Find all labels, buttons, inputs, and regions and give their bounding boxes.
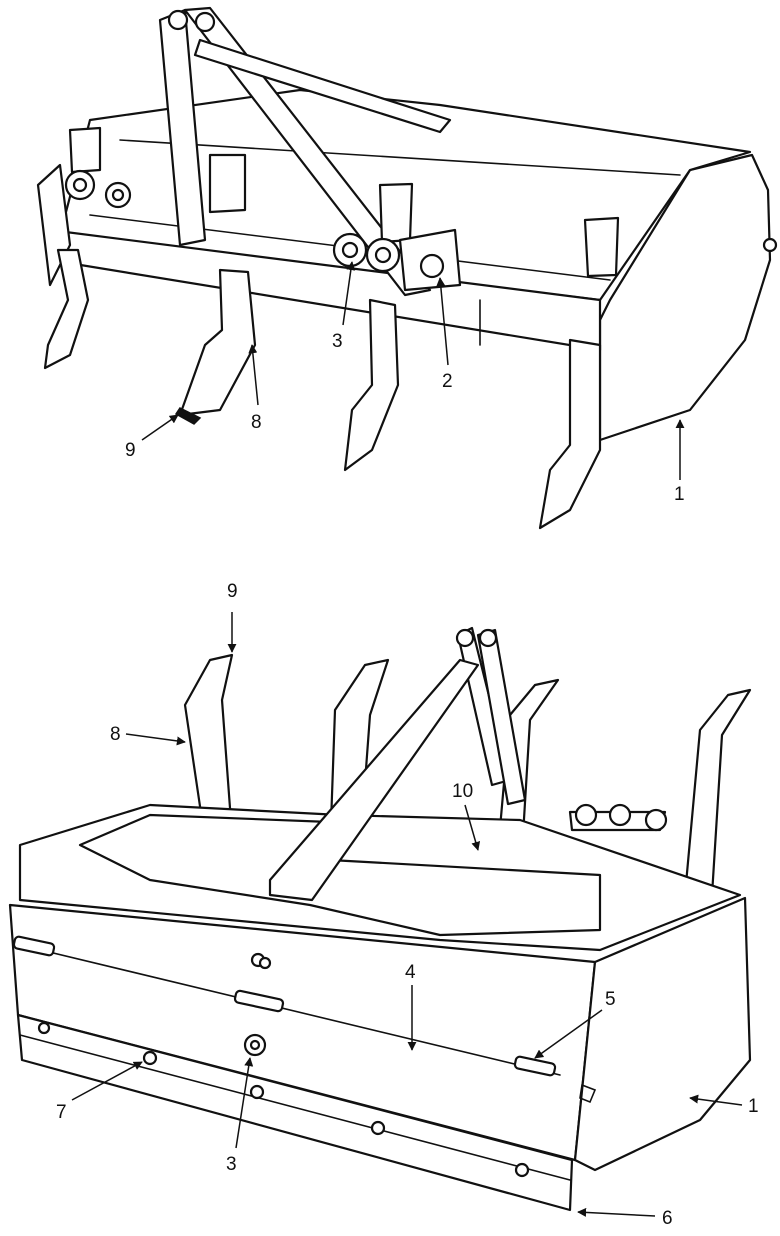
top-callouts: 1 2 3 8 9 (125, 261, 685, 505)
callout-top-3: 3 (332, 331, 343, 352)
bottom-callouts: 9 8 10 4 5 1 7 3 6 (56, 581, 759, 1229)
rod-4 (19, 944, 561, 1076)
callout-bottom-9: 9 (227, 581, 238, 602)
callout-bottom-6: 6 (662, 1208, 673, 1229)
callout-bottom-5: 5 (605, 989, 616, 1010)
callout-bottom-1: 1 (748, 1096, 759, 1117)
lug-right (583, 216, 620, 278)
callout-top-9: 9 (125, 440, 136, 461)
bottom-brace (268, 658, 480, 902)
hitch-pin-2 (419, 253, 445, 279)
shank-2 (178, 268, 257, 417)
callout-bottom-4: 4 (405, 962, 416, 983)
shank-4 (538, 338, 602, 530)
lug-left (68, 126, 102, 174)
top-view-box-scraper (36, 6, 778, 530)
blade-bolt-7 (142, 1050, 158, 1066)
callout-top-2: 2 (442, 371, 453, 392)
top-link-bar (193, 38, 452, 134)
callout-top-8: 8 (251, 412, 262, 433)
shank-b4 (683, 688, 752, 897)
lug-center (378, 182, 414, 244)
shank-1 (43, 248, 90, 370)
lug-mid (208, 153, 247, 214)
pin-5 (513, 1055, 557, 1077)
bottom-blade (16, 1013, 574, 1212)
callout-bottom-3: 3 (226, 1154, 237, 1175)
bottom-box-inner (78, 813, 602, 937)
box-side-panel (598, 153, 772, 442)
shank-3 (343, 298, 400, 472)
bottom-view-box-scraper (8, 626, 752, 1212)
bottom-end-panel (573, 896, 752, 1172)
callout-top-1: 1 (674, 484, 685, 505)
callout-bottom-8: 8 (110, 724, 121, 745)
callout-bottom-7: 7 (56, 1102, 67, 1123)
mast-brace (183, 6, 432, 297)
callout-bottom-10: 10 (452, 781, 473, 802)
